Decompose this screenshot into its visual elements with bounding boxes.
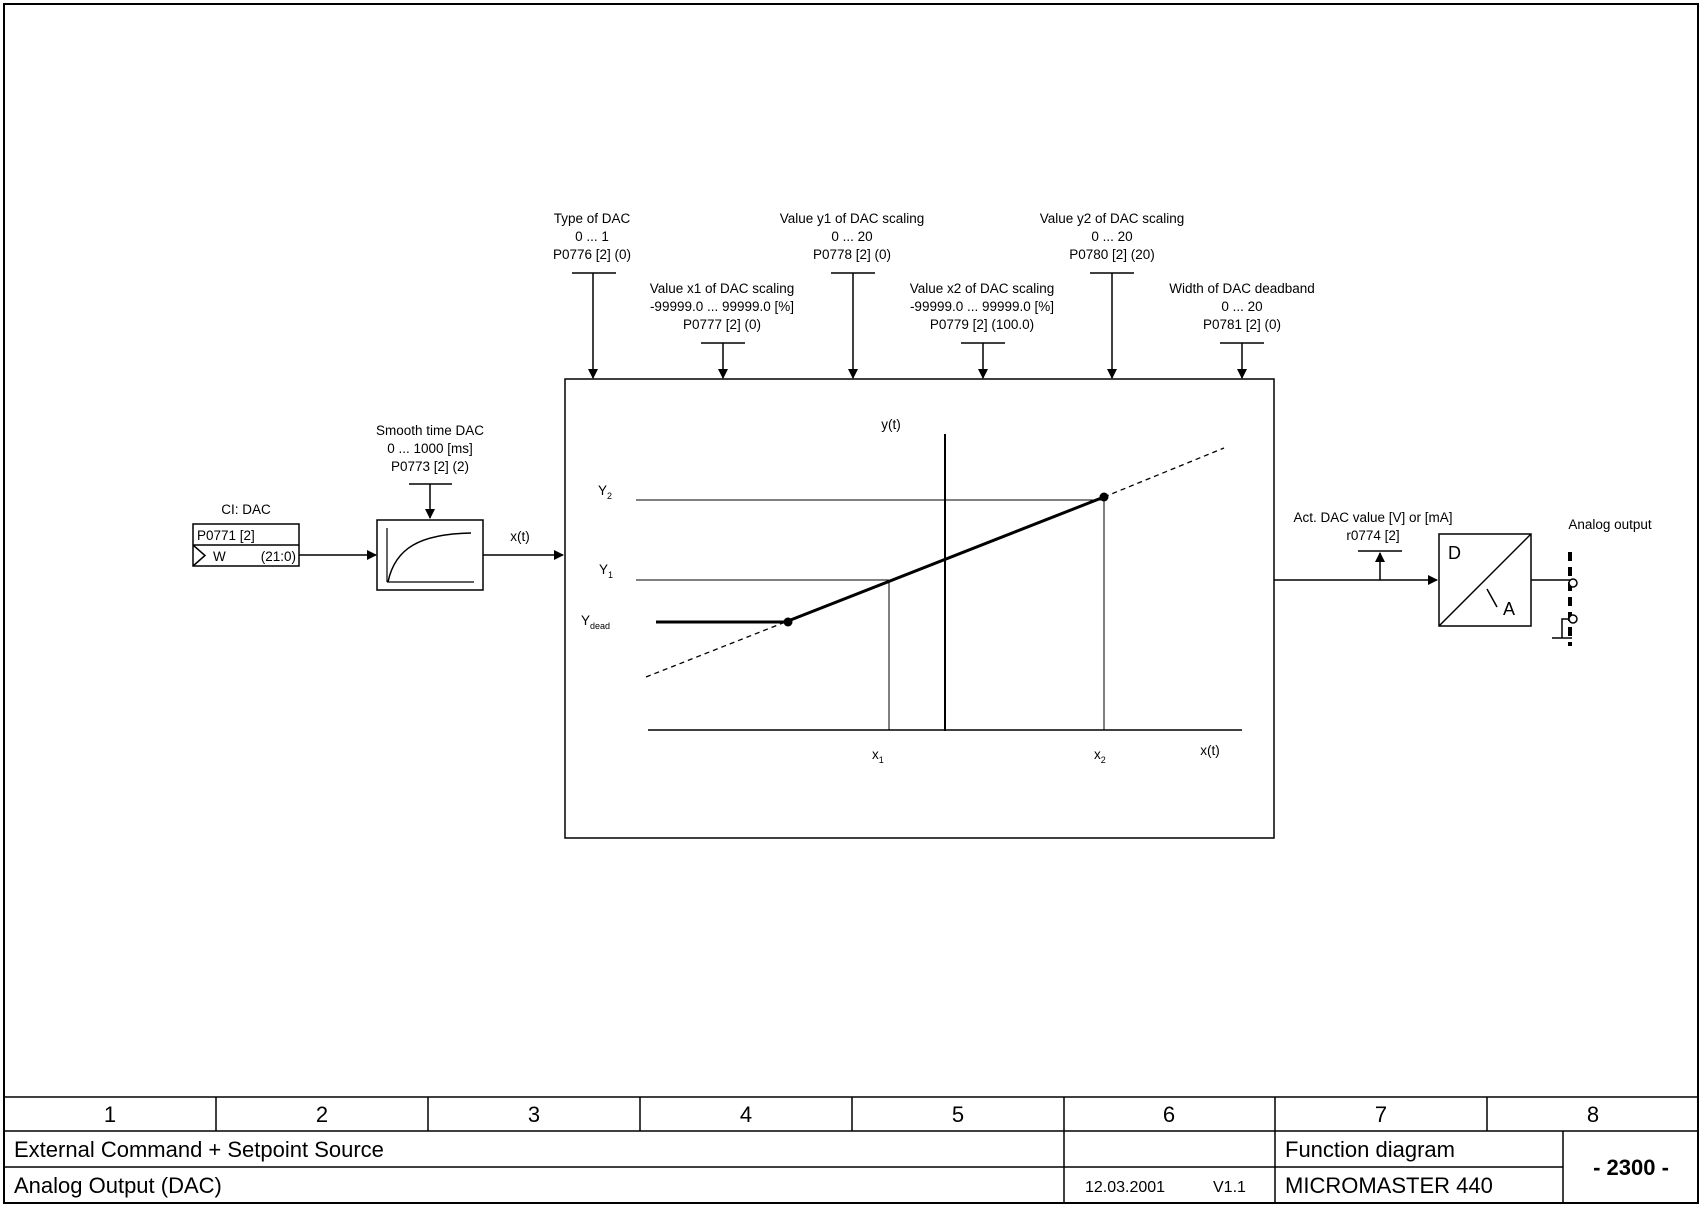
param-y2-range: 0 ... 20 <box>1091 229 1132 244</box>
param-value-y1: Value y1 of DAC scaling 0 ... 20 P0778 [… <box>780 211 925 379</box>
param-deadband-range: 0 ... 20 <box>1221 299 1262 314</box>
diagram-type: Function diagram <box>1285 1137 1455 1162</box>
extrapolation-high <box>1103 447 1225 498</box>
terminal-positive <box>1568 578 1578 588</box>
connector-title: CI: DAC <box>221 502 271 517</box>
column-6: 6 <box>1163 1102 1175 1127</box>
y1-label: Y1 <box>599 562 613 580</box>
connector-chevron-icon <box>192 544 207 567</box>
da-d-label: D <box>1448 543 1461 563</box>
column-2: 2 <box>316 1102 328 1127</box>
characteristic-line <box>787 495 1105 623</box>
smooth-range: 0 ... 1000 [ms] <box>387 441 473 456</box>
connector-type: W <box>213 549 226 564</box>
param-x1-code: P0777 [2] (0) <box>683 317 761 332</box>
param-x2-code: P0779 [2] (100.0) <box>930 317 1034 332</box>
param-y2-code: P0780 [2] (20) <box>1069 247 1155 262</box>
column-4: 4 <box>740 1102 752 1127</box>
param-type-of-dac: Type of DAC 0 ... 1 P0776 [2] (0) <box>553 211 631 379</box>
x2-label: x2 <box>1094 747 1106 765</box>
column-3: 3 <box>528 1102 540 1127</box>
da-a-label: A <box>1503 599 1515 619</box>
param-deadband: Width of DAC deadband 0 ... 20 P0781 [2]… <box>1169 281 1315 379</box>
connector-input: CI: DAC P0771 [2] W (21:0) <box>192 502 377 567</box>
point-x2-y2 <box>1099 492 1109 502</box>
column-1: 1 <box>104 1102 116 1127</box>
smooth-label: Smooth time DAC <box>376 423 484 438</box>
dac-scaling-block: y(t) x(t) Y2 Y1 Ydead x1 x2 <box>564 378 1275 839</box>
act-dac-label: Act. DAC value [V] or [mA] <box>1293 510 1452 525</box>
diagram-version: V1.1 <box>1213 1179 1246 1196</box>
terminal-negative <box>1568 614 1578 624</box>
param-x2-range: -99999.0 ... 99999.0 [%] <box>910 299 1054 314</box>
param-type-code: P0776 [2] (0) <box>553 247 631 262</box>
param-y1-range: 0 ... 20 <box>831 229 872 244</box>
param-y1-code: P0778 [2] (0) <box>813 247 891 262</box>
dac-output: Act. DAC value [V] or [mA] r0774 [2] D A… <box>1274 510 1652 646</box>
param-y2-label: Value y2 of DAC scaling <box>1040 211 1185 226</box>
column-5: 5 <box>952 1102 964 1127</box>
ydead-label: Ydead <box>581 613 610 631</box>
section-title: External Command + Setpoint Source <box>14 1137 384 1162</box>
product-name: MICROMASTER 440 <box>1285 1173 1493 1198</box>
param-value-x2: Value x2 of DAC scaling -99999.0 ... 999… <box>910 281 1055 379</box>
analog-output-label: Analog output <box>1568 517 1652 532</box>
param-x2-label: Value x2 of DAC scaling <box>910 281 1055 296</box>
smooth-block: Smooth time DAC 0 ... 1000 [ms] P0773 [2… <box>376 423 564 591</box>
scaling-box <box>564 378 1275 839</box>
title-block: 1 2 3 4 5 6 7 8 External Command + Setpo… <box>4 1096 1698 1203</box>
param-type-label: Type of DAC <box>554 211 631 226</box>
param-deadband-label: Width of DAC deadband <box>1169 281 1315 296</box>
smooth-code: P0773 [2] (2) <box>391 459 469 474</box>
connector-param: P0771 [2] <box>197 528 255 543</box>
param-x1-range: -99999.0 ... 99999.0 [%] <box>650 299 794 314</box>
param-x1-label: Value x1 of DAC scaling <box>650 281 795 296</box>
y2-label: Y2 <box>598 483 612 501</box>
param-type-range: 0 ... 1 <box>575 229 609 244</box>
x-axis-label: x(t) <box>1200 743 1220 758</box>
extrapolation-low <box>645 620 789 678</box>
x1-label: x1 <box>872 747 884 765</box>
connector-default: (21:0) <box>261 549 296 564</box>
param-deadband-code: P0781 [2] (0) <box>1203 317 1281 332</box>
param-value-x1: Value x1 of DAC scaling -99999.0 ... 999… <box>650 281 795 379</box>
column-7: 7 <box>1375 1102 1387 1127</box>
smooth-box <box>376 519 484 591</box>
column-8: 8 <box>1587 1102 1599 1127</box>
page-frame <box>3 3 1699 1204</box>
ground-icon <box>1552 618 1572 639</box>
param-y1-label: Value y1 of DAC scaling <box>780 211 925 226</box>
diagram-date: 12.03.2001 <box>1085 1179 1165 1196</box>
page-number: - 2300 - <box>1593 1155 1669 1180</box>
deadband-point <box>783 617 793 627</box>
y-axis-label: y(t) <box>881 417 901 432</box>
pt1-curve-icon <box>387 532 472 583</box>
param-value-y2: Value y2 of DAC scaling 0 ... 20 P0780 [… <box>1040 211 1185 379</box>
diagram-title: Analog Output (DAC) <box>14 1173 222 1198</box>
act-dac-code: r0774 [2] <box>1346 528 1399 543</box>
input-signal-label: x(t) <box>510 529 530 544</box>
